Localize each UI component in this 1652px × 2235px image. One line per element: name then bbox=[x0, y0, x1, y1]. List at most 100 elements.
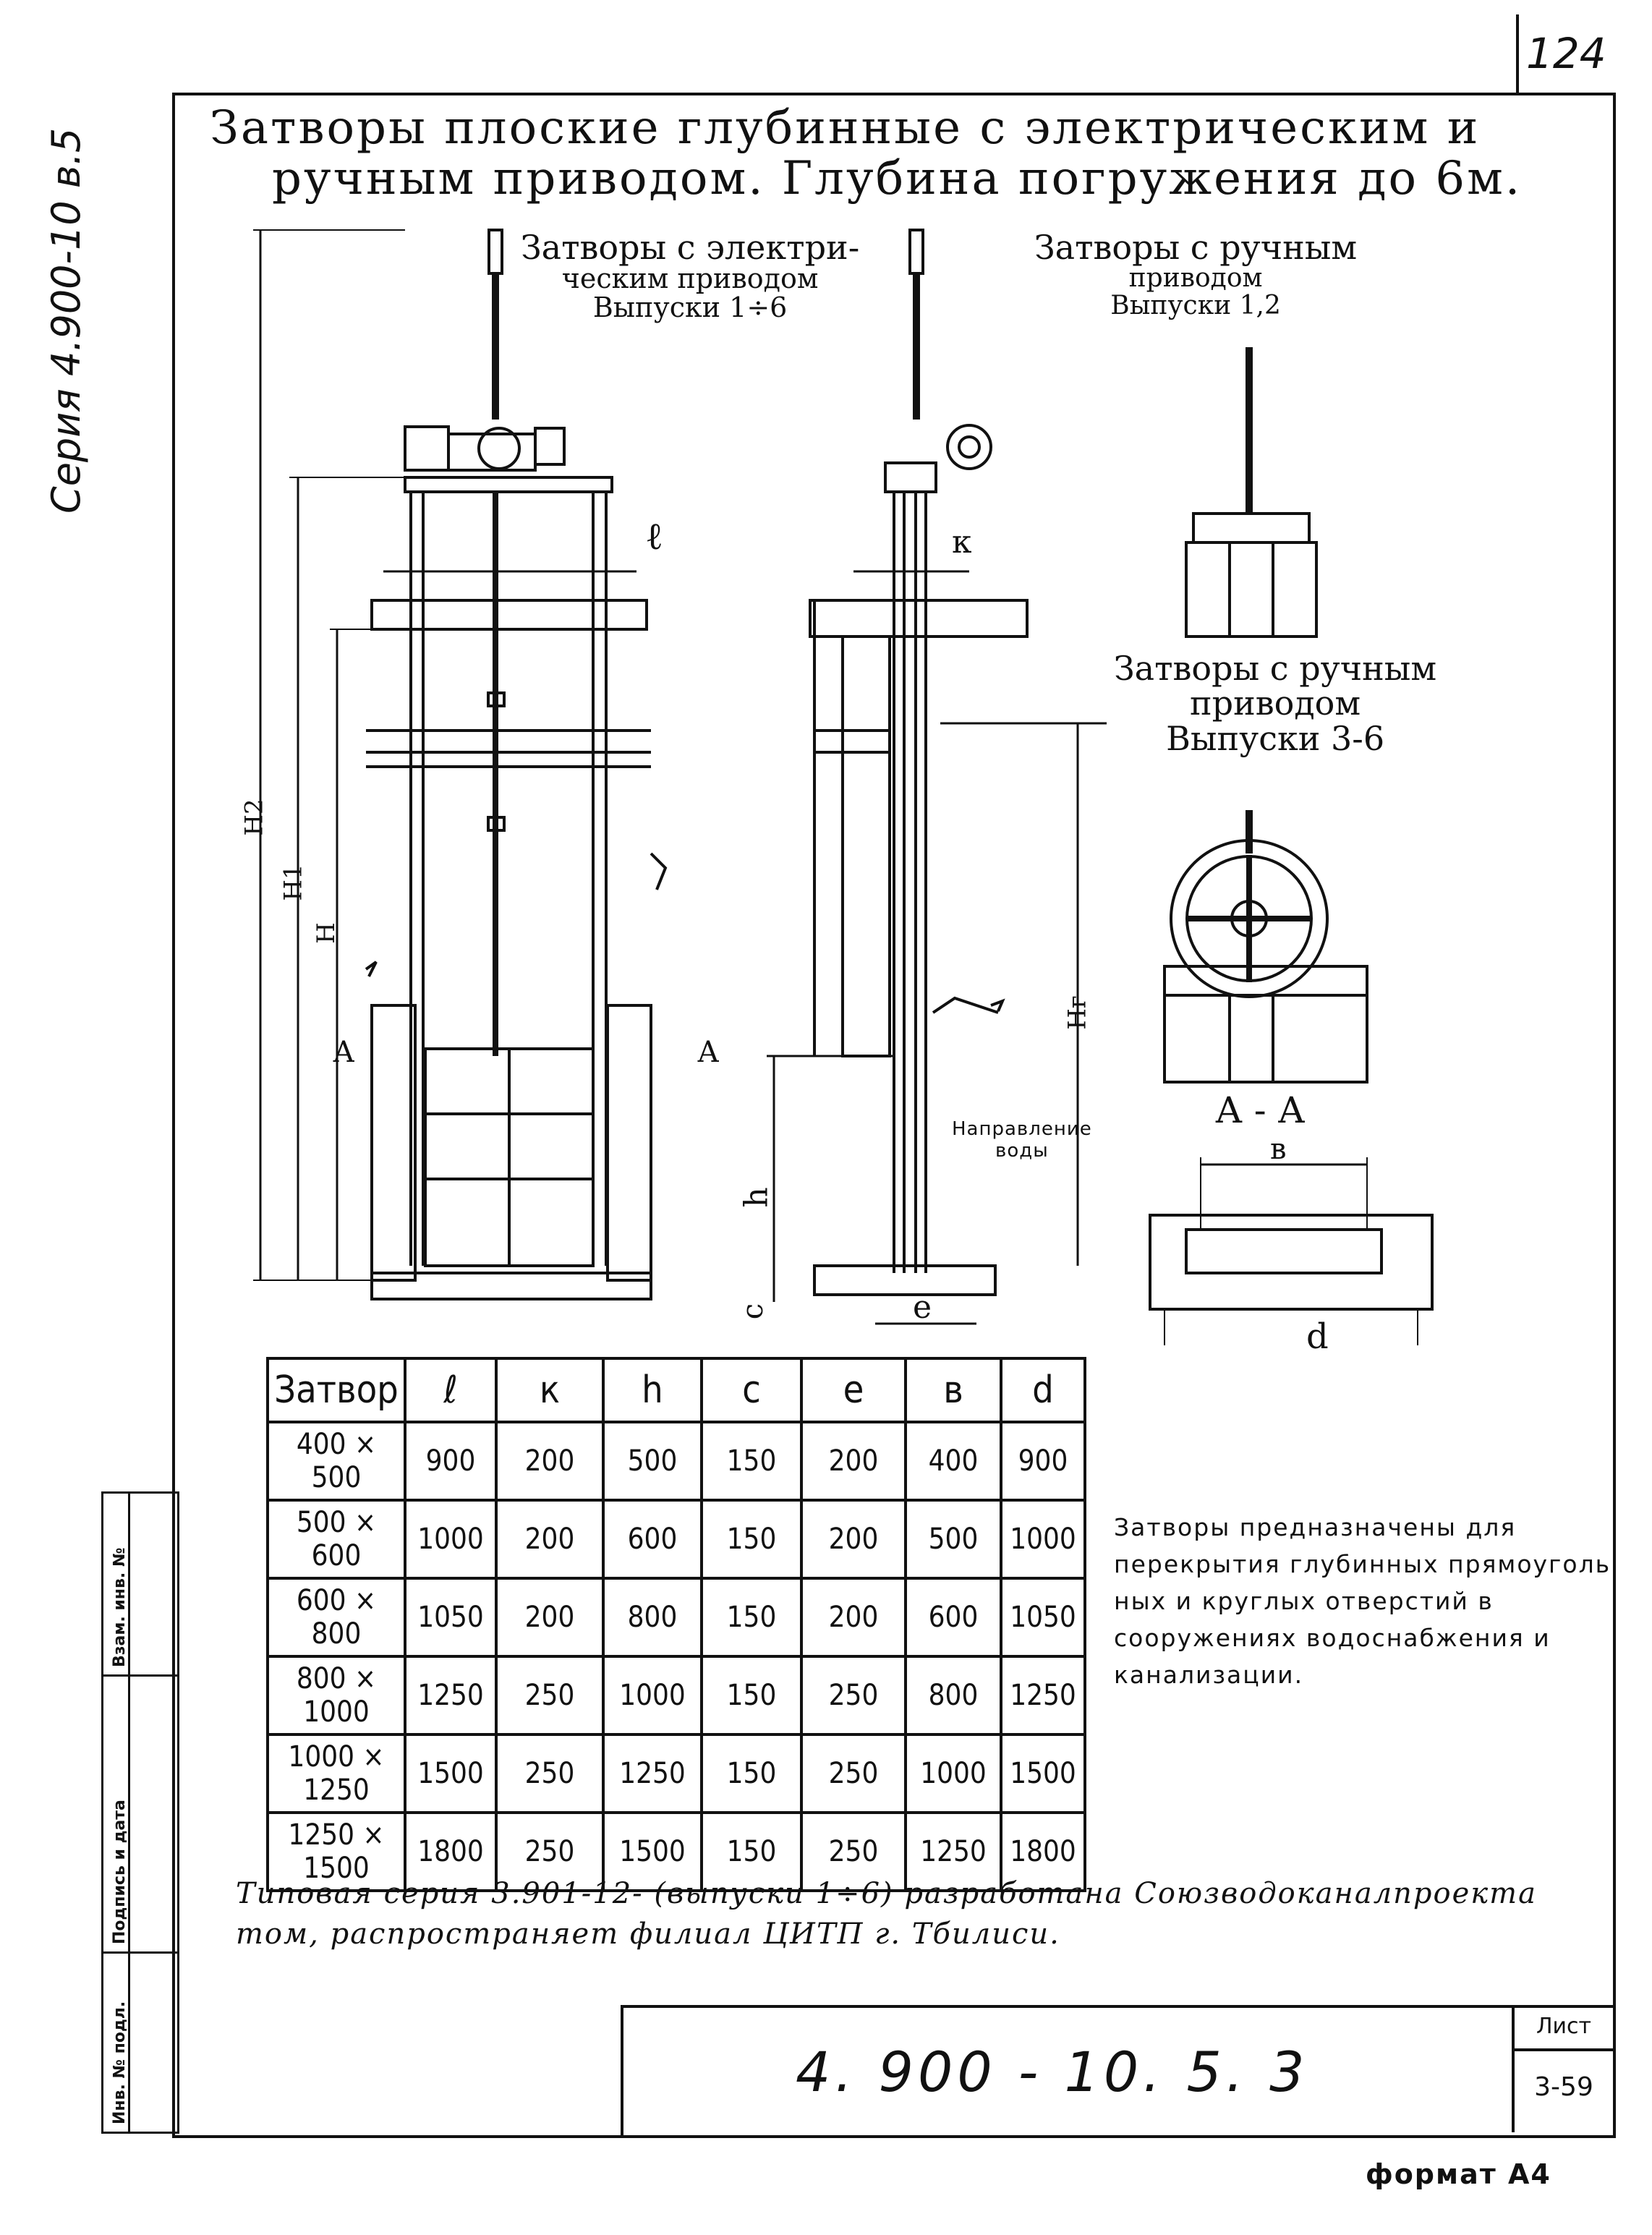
approval-stamp: Взам. инв. № Подпись и дата Инв. № подл. bbox=[101, 1491, 179, 2134]
sheet-number: 124 bbox=[1526, 29, 1606, 78]
dim-label-c: с bbox=[736, 1303, 770, 1320]
table-cell: 1800 bbox=[404, 1811, 498, 1892]
note-line-2: перекрытия глубинных прямоуголь bbox=[1114, 1550, 1611, 1578]
header-k: к bbox=[495, 1357, 605, 1423]
table-cell: 1800 bbox=[1000, 1811, 1086, 1892]
gate-size-cell: 1250 × 1500 bbox=[266, 1811, 406, 1892]
dim-label-b: в bbox=[1270, 1133, 1287, 1166]
caption-manual12-line3: Выпуски 1,2 bbox=[1110, 291, 1281, 321]
table-cell: 250 bbox=[800, 1811, 907, 1892]
dim-label-Hr: Нг bbox=[1063, 995, 1092, 1030]
header-c: с bbox=[700, 1357, 803, 1423]
caption-electric: Затворы с электри- ческим приводом Выпус… bbox=[521, 230, 859, 323]
side-view bbox=[767, 229, 1107, 1325]
paper-format: формат А4 bbox=[1366, 2158, 1551, 2190]
gate-size-cell: 600 × 800 bbox=[266, 1577, 406, 1658]
caption-manual12-line2: приводом bbox=[1128, 263, 1263, 294]
stamp-cell-signature: Подпись и дата bbox=[103, 1677, 177, 1954]
water-direction-label: Направление воды bbox=[952, 1118, 1092, 1162]
note-line-4: сооружениях водоснабжения и bbox=[1114, 1624, 1551, 1652]
table-cell: 500 bbox=[602, 1421, 703, 1502]
table-cell: 200 bbox=[495, 1499, 605, 1580]
table-cell: 250 bbox=[495, 1733, 605, 1814]
manual-gate-12 bbox=[1185, 347, 1318, 638]
note-line-3: ных и круглых отверстий в bbox=[1114, 1587, 1494, 1615]
table-cell: 500 bbox=[904, 1499, 1002, 1580]
sheet-number-divider bbox=[1516, 14, 1519, 93]
gate-size-cell: 400 × 500 bbox=[266, 1421, 406, 1502]
dim-label-l: ℓ bbox=[645, 515, 663, 558]
stamp-cell-inventory: Инв. № подл. bbox=[103, 1954, 177, 2127]
caption-electric-line2: ческим приводом bbox=[561, 263, 819, 295]
header-gate: Затвор bbox=[266, 1357, 406, 1423]
dim-label-H1: Н1 bbox=[278, 864, 308, 901]
dim-label-A-left: А bbox=[333, 1036, 355, 1069]
caption-electric-line3: Выпуски 1÷6 bbox=[592, 291, 788, 324]
table-cell: 1250 bbox=[602, 1733, 703, 1814]
dim-label-A-right: А bbox=[697, 1036, 720, 1069]
header-h: h bbox=[602, 1357, 703, 1423]
table-cell: 1000 bbox=[404, 1499, 498, 1580]
stamp-cell-replaced: Взам. инв. № bbox=[103, 1494, 177, 1677]
table-cell: 200 bbox=[800, 1577, 907, 1658]
water-direction-line1: Направление bbox=[952, 1118, 1092, 1140]
dim-label-k: к bbox=[952, 524, 972, 561]
caption-manual36-line1: Затворы с ручным bbox=[1114, 649, 1437, 688]
series-footer: Типовая серия 3.901-12- (выпуски 1÷6) ра… bbox=[236, 1873, 1537, 1954]
table-cell: 150 bbox=[700, 1421, 803, 1502]
table-cell: 150 bbox=[700, 1499, 803, 1580]
table-cell: 600 bbox=[904, 1577, 1002, 1658]
table-cell: 800 bbox=[904, 1655, 1002, 1736]
table-cell: 800 bbox=[602, 1577, 703, 1658]
caption-manual12-line1: Затворы с ручным bbox=[1034, 228, 1358, 267]
stamp-label-inventory: Инв. № подл. bbox=[111, 2001, 129, 2124]
gate-size-cell: 1000 × 1250 bbox=[266, 1733, 406, 1814]
table-cell: 250 bbox=[495, 1811, 605, 1892]
dim-label-d: d bbox=[1306, 1316, 1329, 1357]
table-cell: 150 bbox=[700, 1733, 803, 1814]
water-direction-line2: воды bbox=[995, 1140, 1049, 1162]
dim-label-H2: Н2 bbox=[239, 799, 269, 836]
table-cell: 1250 bbox=[404, 1655, 498, 1736]
caption-electric-line1: Затворы с электри- bbox=[521, 228, 860, 267]
sheet-label: Лист bbox=[1515, 2005, 1613, 2051]
table-cell: 1500 bbox=[602, 1811, 703, 1892]
sheet-box: Лист 3-59 bbox=[1512, 2005, 1613, 2132]
title-line-1: Затворы плоские глубинные с электрически… bbox=[210, 101, 1481, 155]
stamp-label-signature: Подпись и дата bbox=[111, 1800, 129, 1944]
front-view-electric bbox=[253, 229, 668, 1300]
dim-label-h: h bbox=[738, 1187, 775, 1208]
table-cell: 200 bbox=[800, 1499, 907, 1580]
stamp-divider bbox=[128, 1494, 130, 2132]
gate-drawings bbox=[253, 229, 1434, 1345]
table-header-row: Затвор ℓ к h с е в d bbox=[266, 1357, 1086, 1423]
gate-size-cell: 800 × 1000 bbox=[266, 1655, 406, 1736]
stamp-label-replaced: Взам. инв. № bbox=[111, 1547, 129, 1667]
caption-manual36-line2: приводом bbox=[1190, 684, 1361, 723]
table-cell: 250 bbox=[800, 1733, 907, 1814]
table-cell: 250 bbox=[495, 1655, 605, 1736]
table-cell: 1250 bbox=[904, 1811, 1002, 1892]
table-cell: 1250 bbox=[1000, 1655, 1086, 1736]
header-l: ℓ bbox=[404, 1357, 498, 1423]
header-b: в bbox=[904, 1357, 1002, 1423]
footer-line-2: том, распространяет филиал ЦИТП г. Тбили… bbox=[236, 1917, 1060, 1951]
gate-size-cell: 500 × 600 bbox=[266, 1499, 406, 1580]
table-cell: 1500 bbox=[1000, 1733, 1086, 1814]
section-label: А - А bbox=[1215, 1089, 1306, 1131]
title-line-2: ручным приводом. Глубина погружения до 6… bbox=[272, 152, 1523, 205]
table-cell: 200 bbox=[800, 1421, 907, 1502]
dim-label-e: е bbox=[913, 1289, 932, 1326]
document-number: 4. 900 - 10. 5. 3 bbox=[796, 2040, 1309, 2104]
title-block bbox=[621, 2005, 1614, 2135]
table-cell: 400 bbox=[904, 1421, 1002, 1502]
table-cell: 1050 bbox=[404, 1577, 498, 1658]
table-cell: 200 bbox=[495, 1577, 605, 1658]
table-cell: 1050 bbox=[1000, 1577, 1086, 1658]
section-a-a bbox=[1149, 1157, 1434, 1345]
